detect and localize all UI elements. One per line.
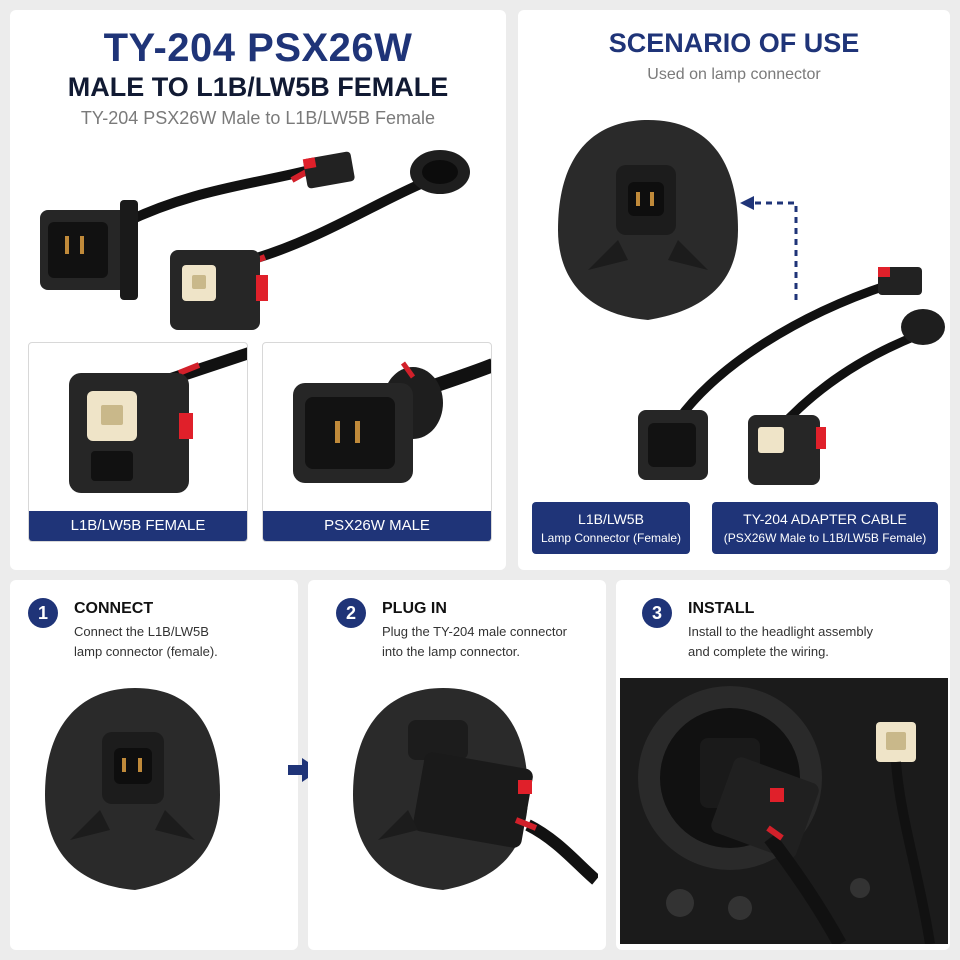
product-caption: TY-204 PSX26W Male to L1B/LW5B Female — [80, 108, 436, 128]
lamp-connector-label-box: L1B/LW5B Lamp Connector (Female) — [532, 502, 690, 554]
male-connector-photo — [293, 358, 491, 483]
step-title: CONNECT — [74, 600, 154, 617]
adapter-cable-label-line2: (PSX26W Male to L1B/LW5B Female) — [723, 531, 927, 545]
scenario-panel: SCENARIO OF USE Used on lamp connector L… — [518, 10, 950, 570]
dashed-arrow-icon — [740, 196, 798, 300]
step-number: 3 — [642, 598, 672, 628]
female-connector-thumb: L1B/LW5B FEMALE — [28, 342, 248, 542]
step-title: PLUG IN — [382, 600, 447, 617]
scenario-subtitle: Used on lamp connector — [647, 66, 821, 83]
step-desc-line1: Install to the headlight assembly — [688, 624, 873, 639]
installed-headlight-photo — [620, 678, 948, 944]
step-1-panel: 1 CONNECT Connect the L1B/LW5B lamp conn… — [10, 580, 298, 950]
lamp-connector-label-line2: Lamp Connector (Female) — [540, 531, 682, 545]
scenario-title: SCENARIO OF USE — [608, 28, 860, 58]
female-connector-label: L1B/LW5B FEMALE — [29, 511, 247, 541]
adapter-cable-label-line1: TY-204 ADAPTER CABLE — [743, 511, 907, 527]
female-connector-photo — [69, 347, 247, 493]
step-3-panel: 3 INSTALL Install to the headlight assem… — [616, 580, 950, 950]
product-title: TY-204 PSX26W — [103, 26, 413, 70]
connector-plugged-photo — [353, 688, 598, 890]
product-subtitle: MALE TO L1B/LW5B FEMALE — [67, 72, 449, 102]
lamp-connector-step1-photo — [45, 688, 220, 890]
step-2-panel: 2 PLUG IN Plug the TY-204 male connector… — [308, 580, 606, 950]
step-number: 2 — [336, 598, 366, 628]
lamp-connector-label-line1: L1B/LW5B — [578, 511, 644, 527]
step-desc-line2: lamp connector (female). — [74, 644, 218, 659]
adapter-cable-label-box: TY-204 ADAPTER CABLE (PSX26W Male to L1B… — [712, 502, 938, 554]
adapter-cable-photo — [40, 150, 470, 330]
step-desc-line2: into the lamp connector. — [382, 644, 521, 659]
product-panel: TY-204 PSX26W MALE TO L1B/LW5B FEMALE TY… — [10, 10, 506, 570]
step-title: INSTALL — [688, 600, 755, 617]
step-desc-line1: Plug the TY-204 male connector — [382, 624, 568, 639]
male-connector-thumb: PSX26W MALE — [262, 342, 492, 542]
step-desc-line2: and complete the wiring. — [688, 644, 829, 659]
lamp-connector-photo — [558, 120, 738, 320]
step-desc-line1: Connect the L1B/LW5B — [74, 624, 209, 639]
step-number: 1 — [28, 598, 58, 628]
adapter-cable-scenario-photo — [638, 267, 945, 485]
male-connector-label: PSX26W MALE — [263, 511, 491, 541]
